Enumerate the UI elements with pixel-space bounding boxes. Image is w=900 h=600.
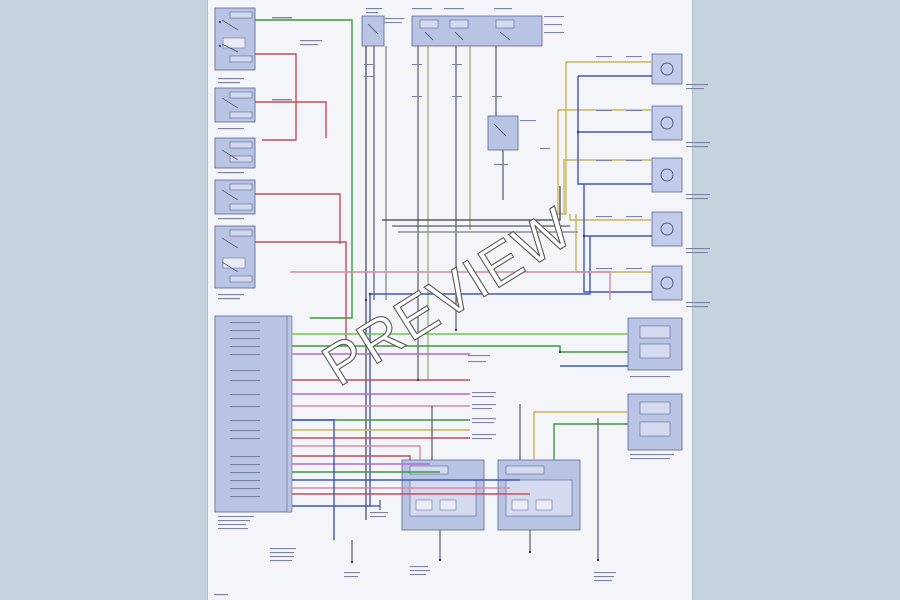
left-rear-door-lock-actuator [651, 265, 683, 301]
control-unit [214, 315, 293, 513]
door-lock-actuators [627, 53, 683, 451]
top-fuse-boxes [361, 15, 543, 151]
multiplex-control-unit [214, 315, 291, 513]
wires [255, 19, 652, 562]
right-rear-door-lock-actuator [651, 211, 683, 247]
left-switch-stack [214, 7, 256, 289]
junction-dots [350, 130, 600, 564]
left-front-door-lock-actuator [651, 105, 683, 141]
power-window-switches [401, 459, 581, 531]
illegible-labels [214, 8, 710, 596]
fuse-box-left [361, 15, 385, 47]
right-front-door-lock-actuator [651, 157, 683, 193]
trunk-lock-actuator [651, 53, 683, 85]
